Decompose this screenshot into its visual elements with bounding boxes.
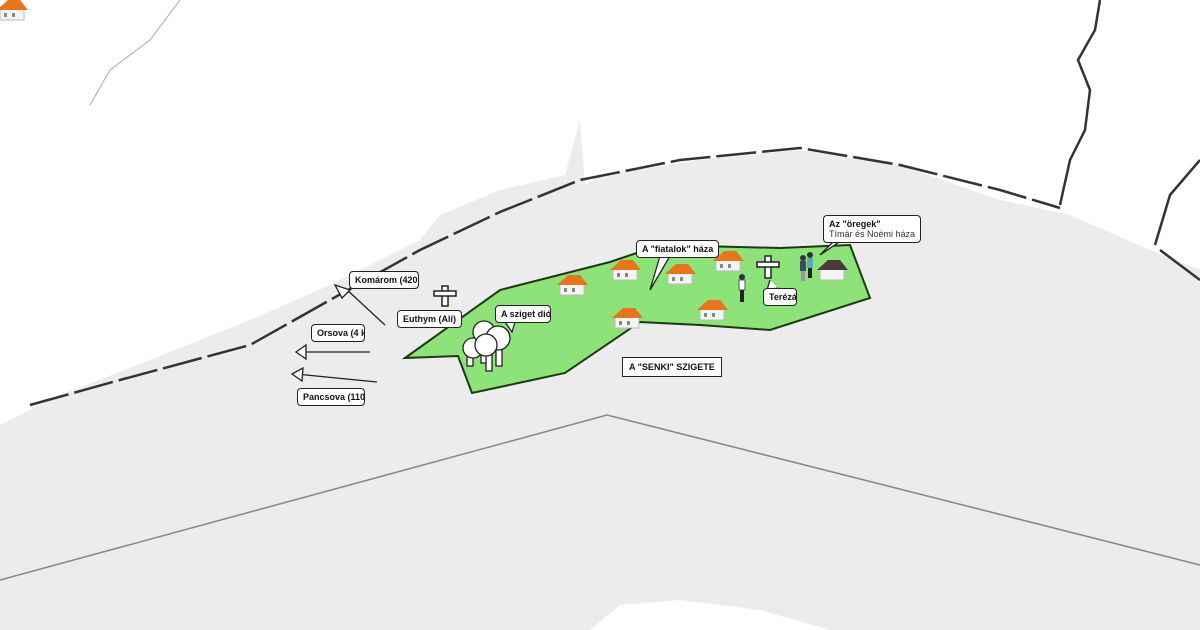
- callout-walnut-trees: A sziget diófái: [495, 305, 551, 323]
- direction-arrows: [290, 283, 386, 383]
- callout-orsova: Orsova (4 km: [311, 324, 365, 342]
- callout-terez: Terézá: [763, 288, 797, 306]
- island-title-label: A "SENKI" SZIGETE: [622, 357, 722, 377]
- callout-pancsova: Pancsova (110 km: [297, 388, 365, 406]
- person-icon: [738, 274, 746, 302]
- old-couple-house-icon: [817, 260, 848, 281]
- north-bank-land: [0, 0, 1200, 425]
- callout-old-title: Az "öregek": [829, 219, 881, 229]
- callout-komarom: Komárom (420 km: [349, 271, 419, 289]
- road-line: [0, 414, 1200, 581]
- callout-young-house: A "fiatalok" háza: [636, 240, 720, 258]
- east-bank-line: [1058, 0, 1200, 281]
- callout-old-couple-house: Az "öregek" Tímár és Noémi háza: [823, 215, 922, 243]
- couple-icon: [800, 252, 813, 281]
- walnut-trees-icon: [462, 320, 511, 372]
- callout-old-subtitle: Tímár és Noémi háza: [829, 229, 916, 239]
- north-stream-line: [89, 0, 181, 106]
- cross-icon: [433, 255, 780, 307]
- houses: [0, 0, 28, 21]
- callout-euthym: Euthym (Ali): [397, 310, 462, 328]
- riverbank-line: [29, 146, 1061, 407]
- south-bank-land: [590, 600, 830, 630]
